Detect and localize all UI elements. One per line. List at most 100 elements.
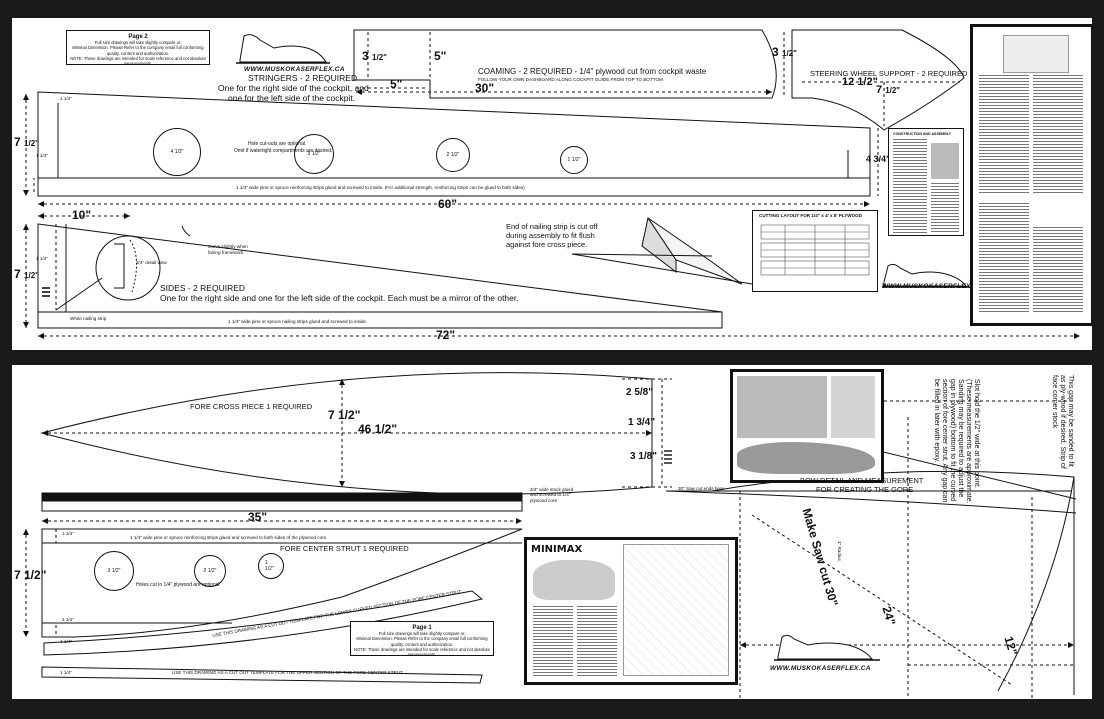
magazine-diagram — [1003, 35, 1069, 73]
magazine-page-thumb — [970, 24, 1092, 326]
sides-nailing-note: 1 1/4" wide pine or spruce nailing strip… — [228, 319, 368, 324]
sides-title: SIDES - 2 REQUIRED — [160, 283, 246, 293]
stringer-hole-2: 3 1/2" — [294, 134, 334, 174]
cutting-layout-title: CUTTING LAYOUT FOR 1/4" x 4' x 8' PLYWOO… — [759, 213, 863, 218]
fore-center-strip-note: 1 1/4" wide pine or spruce reinforcing s… — [130, 535, 327, 540]
boat-photo-image — [737, 442, 875, 474]
boat-magazine-photo — [730, 369, 884, 483]
steering-dim-inner: 7 1/2" — [876, 84, 901, 96]
minimax-text-col-2 — [577, 606, 617, 676]
strut-hole-2: 2 1/2" — [194, 555, 226, 587]
stringer-hole-1: 4 1/2" — [153, 128, 201, 176]
sides-dim-length: 72" — [436, 328, 456, 342]
stringers-dim-length: 60" — [438, 197, 458, 211]
sheet2-linework — [23, 372, 1077, 699]
article-title: CONSTRUCTION AND ASSEMBLY — [893, 132, 952, 136]
bow-small-note: 30" Saw cut ends here — [678, 486, 725, 491]
strut-hole-1: 3 1/2" — [94, 551, 134, 591]
fore-cross-dim-height: 7 1/2" — [328, 408, 361, 422]
magazine-text-col-1 — [979, 75, 1029, 195]
stringers-subtitle-2: one for the left side of the cockpit. — [228, 93, 356, 103]
fore-cross-dim-length: 46 1/2" — [358, 422, 398, 436]
fore-center-dim-lower: 1 1/4" — [60, 639, 72, 644]
fore-cross-title: FORE CROSS PIECE 1 REQUIRED — [190, 402, 313, 411]
detail-view-circle — [95, 235, 161, 301]
page-note-2-line: Full size drawings will take slightly co… — [378, 631, 466, 636]
stringer-hole-3: 2 1/2" — [436, 138, 470, 172]
stringers-dim-strip: 1 1/4" — [36, 153, 48, 158]
fore-cross-dim-d3: 3 1/8" — [630, 451, 657, 462]
page-note-line: Full size drawings will take slightly co… — [94, 40, 182, 45]
page-note-2-title: Page 1 — [412, 625, 432, 631]
fore-center-dim-top: 1 1/4" — [62, 531, 74, 536]
page-note-box: Page 2 Full size drawings will take slig… — [66, 30, 210, 66]
coaming-title: COAMING - 2 REQUIRED - 1/4" plywood cut … — [478, 67, 707, 76]
coaming-dim-short: 5" — [390, 77, 403, 91]
magazine-text-col-3 — [979, 203, 1029, 313]
fore-center-hole-note: Holes cut in 1/4" plywood are optional — [136, 582, 220, 588]
website-logo-text: WWW.MUSKOKASERFLEX.CA — [244, 66, 345, 73]
stringer-hole-4: 1 1/2" — [560, 146, 588, 174]
bow-title-1: BOW DETAIL AND MEASUREMENT — [800, 476, 924, 485]
page-note-line: Minimal Dimension. Please Refer to the c… — [72, 45, 204, 56]
magazine-text-col-4 — [1033, 227, 1083, 313]
minimax-article-photo: MINIMAX — [524, 537, 738, 685]
article-text-column — [893, 139, 927, 233]
stringers-dim-top: 1 1/4" — [60, 96, 72, 101]
steering-dim-h: 3 1/2" — [772, 45, 797, 59]
coaming-dim-left: 3 1/2" — [362, 49, 387, 63]
steering-dim-w: 12 1/2" — [842, 76, 878, 88]
logo-car-bottom — [774, 634, 880, 661]
sides-dim-strip: 1 1/4" — [36, 256, 48, 261]
boat-detail-image — [831, 376, 875, 438]
sides-curve-note-1: Curve slightly when — [208, 244, 248, 249]
fore-center-upper-strip — [41, 666, 483, 684]
sides-dim-front: 10" — [72, 208, 92, 222]
steering-support-outline — [791, 29, 965, 131]
stringer-outline — [37, 91, 871, 197]
stringers-dim-height: 7 1/2" — [14, 135, 39, 149]
assembly-article-thumb: CONSTRUCTION AND ASSEMBLY — [888, 128, 964, 236]
website-logo-text-2: WWW.MUSKOKASERFLEX.CA — [882, 283, 983, 290]
minimax-text-col-1 — [533, 606, 573, 676]
sheet1-linework — [23, 29, 1080, 339]
article-text-column-2 — [931, 183, 959, 233]
page-note-box-2: Page 1 Full size drawings will take slig… — [350, 621, 494, 657]
steering-title: STEERING WHEEL SUPPORT - 2 REQUIRED — [810, 69, 968, 78]
fore-center-dim-bottom: 1 1/4" — [62, 617, 74, 622]
stringers-strip-note: 1 1/4" wide pine or spruce reinforcing s… — [236, 185, 525, 190]
logo-car-outline — [239, 34, 327, 63]
fore-center-lower-strip — [43, 590, 484, 656]
article-photo — [931, 143, 959, 179]
stringers-hole-note-1: Hole cut-outs are optional. — [248, 141, 307, 147]
coaming-dim-right: 5" — [434, 49, 447, 63]
fore-center-template-note-2: USE THIS DRAWING AS A CUT OUT TEMPLATE F… — [172, 670, 403, 675]
cutting-layout-sketch — [760, 224, 870, 276]
stringers-dim-end: 4 3/4" — [866, 154, 891, 164]
nailing-note-line-3: against fore cross piece. — [506, 240, 588, 249]
fore-cross-dim-d1: 2 5/8" — [626, 387, 653, 398]
wide-stock-note: 3/4" wide stock glued and screwed to 1/4… — [530, 487, 574, 503]
boat-plan-image — [737, 376, 827, 438]
website-logo-text-3: WWW.MUSKOKASERFLEX.CA — [770, 665, 871, 672]
logo-car-small — [882, 263, 974, 288]
stringers-hole-note-2: Omit if watertight compartments are desi… — [234, 148, 333, 154]
coaming-dim-long: 30" — [475, 81, 495, 95]
bow-title-2: FOR CREATING THE GORE — [816, 485, 914, 494]
coaming-note: FOLLOW YOUR OWN DASHBOARD ALONG COCKPIT … — [478, 77, 663, 82]
fore-center-dim-length: 35" — [248, 510, 268, 524]
bow-side-note: This gap may be sanded to fit as ply-woo… — [1050, 375, 1074, 469]
nailing-note-line-1: End of nailing strip is cut off — [506, 222, 598, 231]
minimax-title: MINIMAX — [531, 544, 583, 555]
sides-subtitle: One for the right side and one for the l… — [160, 293, 519, 303]
sides-curve-note-2: fairing framework. — [208, 250, 245, 255]
minimax-boat-sketch — [533, 560, 615, 600]
stringers-title: STRINGERS - 2 REQUIRED — [248, 73, 358, 83]
fore-center-outline — [41, 528, 523, 638]
page-note-2-line: NOTE: These drawings are intended for sc… — [354, 646, 490, 657]
cutting-layout-table: CUTTING LAYOUT FOR 1/4" x 4' x 8' PLYWOO… — [752, 210, 878, 292]
fore-cross-dim-d2: 1 3/4" — [628, 417, 655, 428]
fore-center-dim-upper: 1 1/4" — [60, 670, 72, 675]
wide-stock-strip — [41, 492, 523, 502]
stringers-subtitle-1: One for the right side of the cockpit, a… — [218, 83, 369, 93]
